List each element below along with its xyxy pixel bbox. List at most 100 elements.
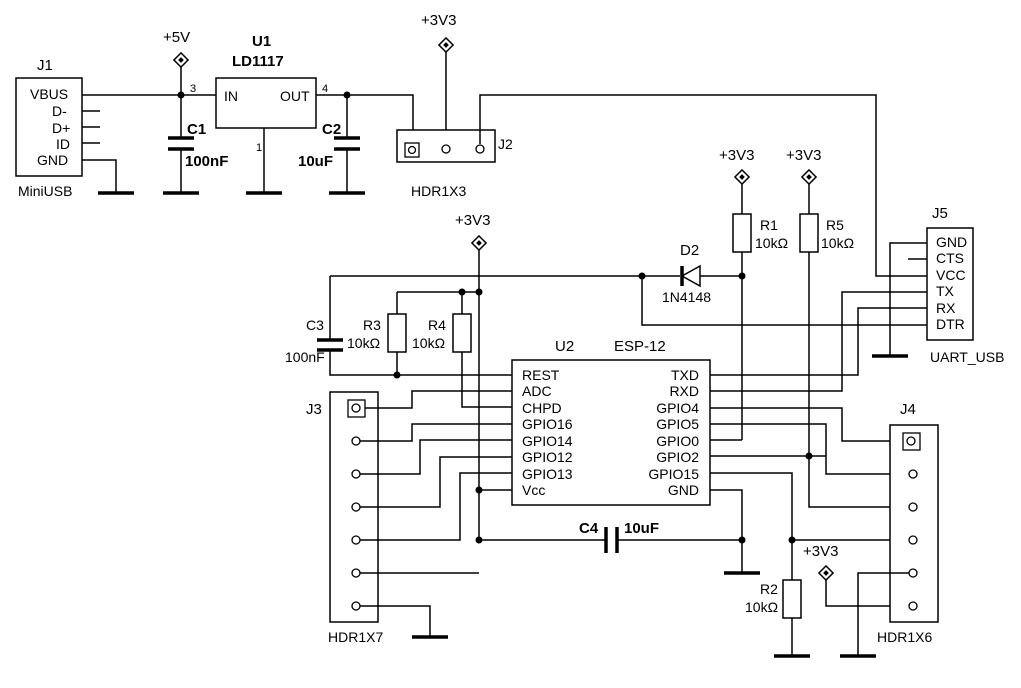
- wire-txd: [710, 307, 895, 376]
- u2-pin-rxd: RXD: [669, 383, 699, 399]
- wire-j1-gnd: [82, 159, 117, 193]
- j1-name: MiniUSB: [18, 183, 72, 199]
- j5-pin-rx: RX: [936, 300, 956, 316]
- j5-pin-gnd: GND: [936, 234, 967, 250]
- connector-j5: J5 GND CTS VCC TX RX DTR UART_USB: [895, 205, 1004, 365]
- junction: [475, 486, 483, 494]
- r2-value: 10kΩ: [745, 599, 778, 615]
- u2-name: ESP-12: [614, 338, 666, 355]
- j2-ref: J2: [498, 136, 513, 152]
- u2-pin-gpio5: GPIO5: [656, 416, 699, 432]
- j1-pin-dminus: D-: [52, 103, 67, 119]
- wire-gpio5: [710, 423, 827, 456]
- u1-pin-gnd: 1: [256, 142, 262, 154]
- capacitor-c3: C3 100nF: [285, 276, 512, 376]
- c1-ref: C1: [187, 121, 206, 138]
- wire-gpio15: [710, 472, 793, 580]
- u1-pin-out: 4: [322, 83, 328, 95]
- power-3v3-j2: +3V3: [421, 12, 456, 144]
- j5-ref: J5: [932, 205, 948, 222]
- junction: [475, 536, 483, 544]
- j5-name: UART_USB: [930, 349, 1004, 365]
- r1-value: 10kΩ: [755, 235, 788, 251]
- r5-value: 10kΩ: [821, 235, 854, 251]
- r1-ref: R1: [760, 217, 778, 233]
- u2-pin-adc: ADC: [522, 383, 552, 399]
- power-5v-label: +5V: [163, 29, 190, 46]
- wire-j3-gpio12: [360, 456, 512, 508]
- u2-pin-txd: TXD: [671, 367, 699, 383]
- u2-pin-gnd: GND: [668, 482, 699, 498]
- capacitor-c4: C4 10uF: [479, 520, 742, 553]
- u2-pin-gpio13: GPIO13: [522, 466, 573, 482]
- u2-pin-chpd: CHPD: [522, 400, 562, 416]
- u2-pin-gpio4: GPIO4: [656, 400, 699, 416]
- wire-gpio2: [710, 455, 910, 475]
- u2-pin-gpio0: GPIO0: [656, 433, 699, 449]
- connector-j1: J1 VBUS D- D+ ID GND MiniUSB: [15, 57, 100, 199]
- u1-out-label: OUT: [280, 88, 310, 104]
- wire-j5-gnd: [889, 242, 908, 356]
- capacitor-c2: C2 10uF: [298, 95, 365, 195]
- j5-pin-tx: TX: [936, 283, 955, 299]
- d2-ref: D2: [680, 242, 699, 259]
- wire-j3-gpio16: [360, 423, 512, 442]
- u1-in-label: IN: [224, 88, 238, 104]
- j1-pin-id: ID: [56, 136, 70, 152]
- j5-pin-vcc: VCC: [936, 267, 966, 283]
- u1-name: LD1117: [232, 53, 284, 70]
- j4-ref: J4: [900, 401, 916, 418]
- u1-ref: U1: [252, 33, 271, 50]
- header-j2: J2 HDR1X3: [396, 129, 513, 199]
- r3-value: 10kΩ: [347, 335, 380, 351]
- j5-pin-dtr: DTR: [936, 316, 965, 332]
- j3-name: HDR1X7: [328, 629, 383, 645]
- wire-j2-vcc: [479, 94, 895, 277]
- u2-pin-gpio14: GPIO14: [522, 433, 573, 449]
- c2-ref: C2: [322, 121, 341, 138]
- j2-name: HDR1X3: [411, 183, 466, 199]
- resistor-r1: R1 10kΩ: [732, 213, 788, 440]
- c3-value: 100nF: [285, 349, 325, 365]
- c4-ref: C4: [579, 520, 599, 537]
- wire-j3-gnd: [360, 605, 431, 637]
- u2-pin-gpio12: GPIO12: [522, 449, 573, 465]
- r4-ref: R4: [428, 317, 446, 333]
- c2-value: 10uF: [298, 153, 333, 170]
- u2-pin-rest: REST: [522, 367, 560, 383]
- wire-gpio5-j4: [808, 456, 910, 508]
- wire-j3-adc: [365, 390, 512, 409]
- power-3v3-label: +3V3: [455, 212, 490, 229]
- resistor-r4: R4 10kΩ: [412, 292, 512, 408]
- power-3v3-label: +3V3: [786, 147, 821, 164]
- power-3v3-label: +3V3: [719, 147, 754, 164]
- j4-name: HDR1X6: [877, 629, 932, 645]
- u2-pin-vcc: Vcc: [522, 482, 545, 498]
- u2-pin-gpio16: GPIO16: [522, 416, 573, 432]
- wire-j3-gpio13: [360, 472, 512, 541]
- wire-u2-gnd: [710, 489, 743, 573]
- j1-pin-gnd: GND: [37, 152, 68, 168]
- c3-ref: C3: [306, 317, 324, 333]
- j5-pin-cts: CTS: [936, 250, 964, 266]
- power-5v: +5V: [163, 29, 190, 95]
- wire-j4-gnd: [857, 572, 909, 656]
- r2-ref: R2: [760, 581, 778, 597]
- r4-value: 10kΩ: [412, 335, 445, 351]
- junction: [738, 272, 746, 280]
- junction: [788, 536, 796, 544]
- wire-j3-gpio14: [360, 439, 512, 475]
- header-j3: J3 HDR1X7: [306, 391, 383, 645]
- power-3v3-r1: +3V3: [719, 147, 754, 214]
- r5-ref: R5: [826, 217, 844, 233]
- capacitor-c1: C1 100nF: [163, 95, 228, 195]
- j3-ref: J3: [306, 401, 322, 418]
- power-3v3-r5: +3V3: [786, 147, 821, 214]
- u2-pin-gpio2: GPIO2: [656, 449, 699, 465]
- module-u2: U2 ESP-12 REST ADC CHPD GPIO16 GPIO14 GP…: [511, 338, 711, 506]
- resistor-r3: R3 10kΩ: [347, 292, 407, 375]
- j1-pin-vbus: VBUS: [30, 86, 68, 102]
- junction: [393, 371, 401, 379]
- d2-name: 1N4148: [662, 289, 711, 305]
- wire-rxd: [710, 291, 895, 392]
